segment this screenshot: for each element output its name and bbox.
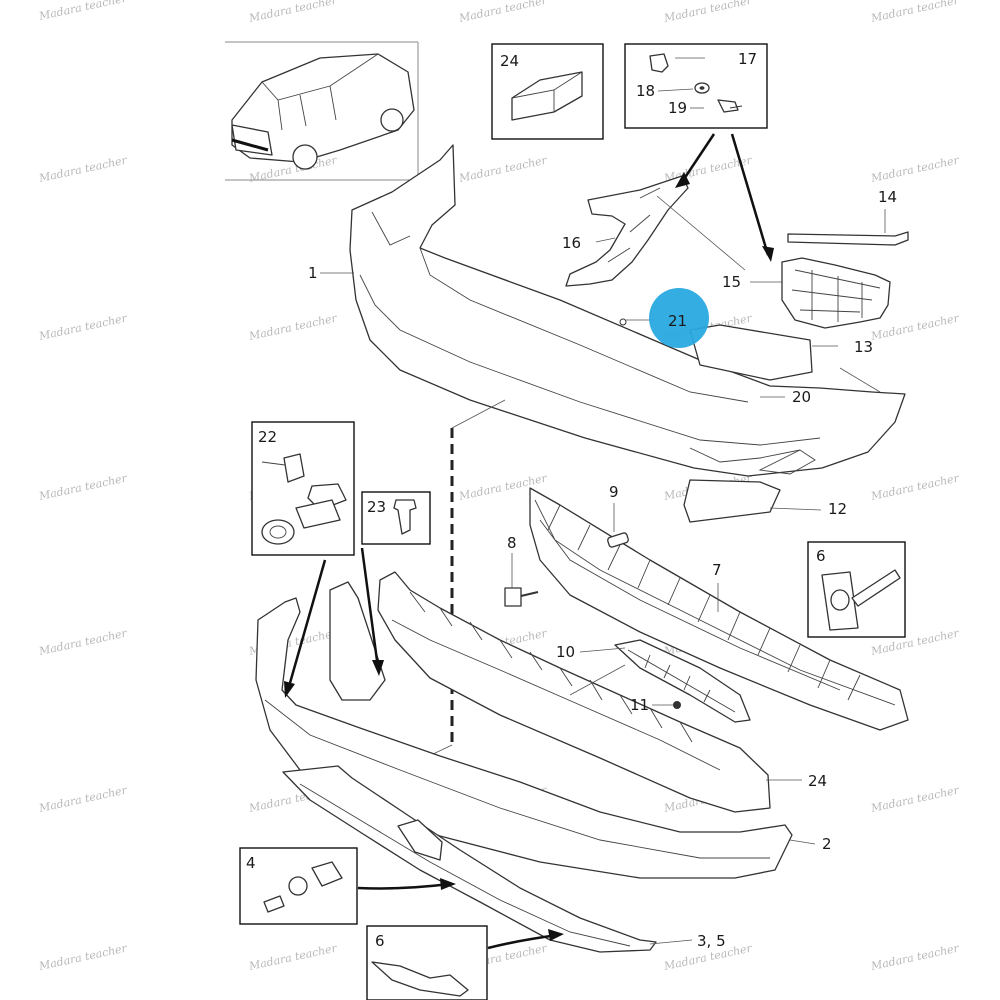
- callout-1[interactable]: 1: [308, 264, 318, 282]
- corner-bracket: [781, 257, 891, 329]
- callout-18[interactable]: 18: [636, 82, 655, 100]
- lower-absorber: [377, 571, 771, 813]
- car-thumbnail: [225, 41, 419, 181]
- callout-13[interactable]: 13: [854, 338, 873, 356]
- callout-19[interactable]: 19: [668, 99, 687, 117]
- callout-10[interactable]: 10: [556, 643, 575, 661]
- inset-box-6-top: [807, 541, 906, 638]
- inset-box-4: [239, 847, 358, 925]
- watermark: Madara teacher: [662, 0, 754, 25]
- watermark: Madara teacher: [869, 942, 961, 974]
- watermark: Madara teacher: [869, 472, 961, 504]
- watermark: Madara teacher: [37, 784, 129, 816]
- callout-23[interactable]: 23: [367, 498, 386, 516]
- callout-14[interactable]: 14: [878, 188, 897, 206]
- side-bracket: [565, 175, 689, 287]
- watermark: Madara teacher: [247, 312, 339, 344]
- callout-4[interactable]: 4: [246, 854, 256, 872]
- lower-diffuser: [282, 765, 657, 953]
- callout-11[interactable]: 11: [630, 696, 649, 714]
- watermark: Madara teacher: [37, 0, 129, 23]
- bolt-9: [607, 532, 629, 548]
- watermark: Madara teacher: [457, 0, 549, 25]
- callout-20[interactable]: 20: [792, 388, 811, 406]
- watermark: Madara teacher: [869, 312, 961, 344]
- watermark: Madara teacher: [37, 312, 129, 344]
- trim-strip: [787, 231, 909, 246]
- center-bracket: [614, 639, 751, 723]
- inset-box-24: [491, 43, 604, 140]
- callout-6-top[interactable]: 6: [816, 547, 826, 565]
- callout-21[interactable]: 21: [668, 312, 687, 330]
- watermark: Madara teacher: [37, 942, 129, 974]
- inset-box-6-bottom: [366, 925, 488, 1000]
- inset-box-22: [251, 421, 355, 556]
- watermark: Madara teacher: [247, 942, 339, 974]
- callout-24-top[interactable]: 24: [500, 52, 519, 70]
- watermark: Madara teacher: [869, 0, 961, 25]
- clip-21: [619, 318, 627, 326]
- watermark: Madara teacher: [37, 472, 129, 504]
- callout-15[interactable]: 15: [722, 273, 741, 291]
- callout-3-5[interactable]: 3, 5: [697, 932, 726, 950]
- inset-box-23: [361, 491, 431, 545]
- callout-6-bottom[interactable]: 6: [375, 932, 385, 950]
- callout-labels: 1 2 3, 5 4 6 6 7 8 9 10 11 12 13 14 15 1…: [246, 50, 897, 950]
- callout-16[interactable]: 16: [562, 234, 581, 252]
- watermark: Madara teacher: [457, 154, 549, 186]
- bracket-8: [504, 587, 539, 607]
- highlight-marker[interactable]: [649, 288, 709, 348]
- watermark: Madara teacher: [37, 154, 129, 186]
- callout-12[interactable]: 12: [828, 500, 847, 518]
- callout-17[interactable]: 17: [738, 50, 757, 68]
- watermark: Madara teacher: [869, 154, 961, 186]
- callout-9[interactable]: 9: [609, 483, 619, 501]
- rear-bumper-cover: [349, 144, 906, 523]
- watermark: Madara teacher: [247, 0, 339, 25]
- callout-2[interactable]: 2: [822, 835, 832, 853]
- clip-11: [673, 701, 681, 709]
- callout-22[interactable]: 22: [258, 428, 277, 446]
- callout-24-bottom[interactable]: 24: [808, 772, 827, 790]
- watermark: Madara teacher: [37, 627, 129, 659]
- callout-7[interactable]: 7: [712, 561, 722, 579]
- energy-absorber: [529, 487, 909, 731]
- arrow-group: [284, 133, 774, 950]
- watermark: Madara teacher: [869, 784, 961, 816]
- callout-8[interactable]: 8: [507, 534, 517, 552]
